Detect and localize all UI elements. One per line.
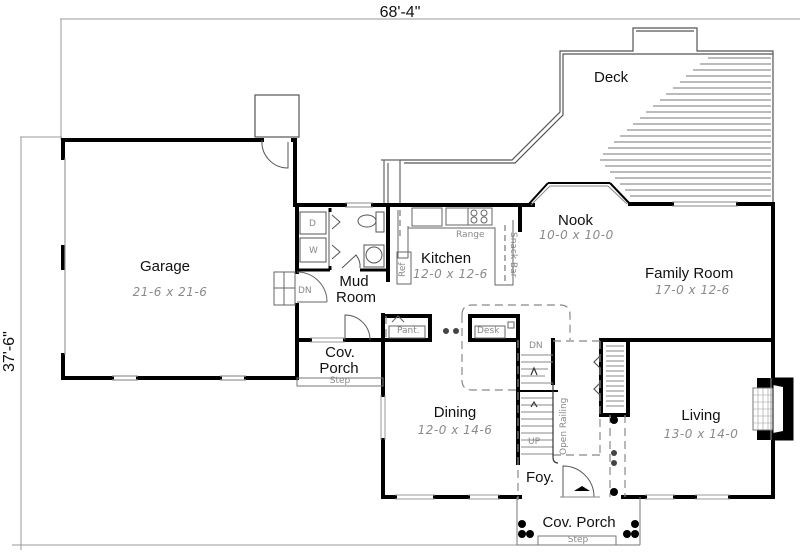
kitchen-counters [396,207,514,286]
garage-stairs-down-label: DN [298,286,312,296]
room-living-name: Living [681,407,721,424]
refrigerator-label: Ref [398,262,408,277]
deck-outline [400,27,774,204]
room-garage-dims: 21-6 x 21-6 [132,285,208,299]
garage-walls [61,138,299,380]
pantry-label: Pant. [397,326,420,336]
room-nook-dims: 10-0 x 10-0 [539,228,614,242]
open-railing-label: Open Railing [559,397,569,455]
side-porch-step: Step [329,376,351,386]
side-porch-name-1: Cov. [325,344,355,361]
snack-bar-label: Snack Bar [508,232,518,278]
range-label: Range [456,230,485,240]
room-deck-name: Deck [594,69,629,86]
room-kitchen-dims: 12-0 x 12-6 [413,267,488,281]
desk-label: Desk [477,326,500,336]
room-nook-name: Nook [558,212,594,229]
washer-label: W [309,246,318,256]
coat-closet [606,345,624,407]
room-dining-dims: 12-0 x 14-6 [417,423,493,437]
front-porch [516,497,641,546]
overall-width-label: 68'-4" [379,4,421,21]
front-porch-name: Cov. Porch [542,514,616,531]
room-dining-name: Dining [433,404,477,421]
dimension-lines [12,18,800,550]
overall-depth-label: 37'-6" [1,331,18,372]
room-foyer-name: Foy. [526,469,555,486]
dryer-label: D [309,219,316,229]
laundry-closet [299,208,341,270]
room-family-name: Family Room [645,265,734,282]
house-walls [295,202,775,499]
room-kitchen-name: Kitchen [421,250,472,267]
stairs-down-label: DN [529,341,543,351]
side-porch-name-2: Porch [319,360,359,377]
room-mud-name-2: Room [335,289,377,306]
room-living-dims: 13-0 x 14-0 [663,427,739,441]
fireplace [752,377,794,441]
deck-hatching [600,57,771,197]
room-garage-name: Garage [139,258,191,275]
front-porch-step: Step [567,535,589,545]
room-family-dims: 17-0 x 12-6 [655,283,730,297]
stairs-up-label: UP [528,437,541,447]
room-mud-name-1: Mud [339,273,369,290]
